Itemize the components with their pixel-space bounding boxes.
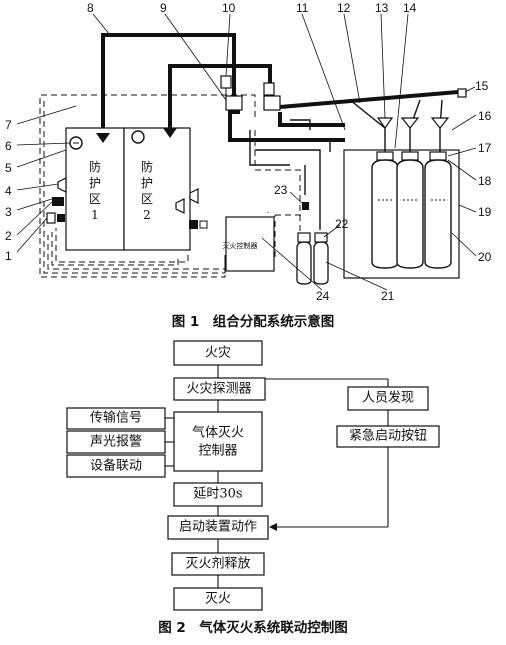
callout-3: 3 [5, 205, 12, 219]
flow-node-fire-label: 火灾 [205, 345, 231, 361]
sound-light-alarm-zone-2 [175, 188, 199, 214]
selector-valve-zone-1 [220, 75, 243, 111]
flow-node-fire: 火灾 [173, 340, 263, 366]
flow-node-alarm: 声光报警 [66, 430, 166, 454]
flow-node-controller-label-1: 气体灭火 [192, 425, 244, 441]
callout-20: 20 [478, 250, 492, 264]
callout-17: 17 [478, 141, 492, 155]
zone-1-char: 1 [91, 208, 99, 222]
cylinder-rack [343, 149, 460, 279]
pressure-gauge [457, 88, 467, 98]
flow-node-extinguish-label: 灭火 [205, 592, 231, 607]
flow-node-release-label: 灭火剂释放 [185, 557, 250, 572]
callout-22: 22 [335, 217, 349, 231]
callout-numbers: 1 2 3 4 5 6 7 8 9 10 11 12 13 14 15 16 1… [5, 1, 492, 303]
zone-2-char: 防 [141, 159, 153, 174]
emergency-button-zone-2 [189, 220, 208, 229]
callout-6: 6 [5, 139, 12, 153]
callout-12: 12 [337, 1, 351, 15]
check-valves [376, 117, 450, 130]
flow-connectors [165, 365, 389, 588]
zone-2-char: 区 [141, 192, 153, 206]
flow-node-controller-label-2: 控制器 [198, 444, 237, 459]
agent-cylinder-1 [371, 151, 399, 269]
flow-node-linkage: 设备联动 [66, 454, 166, 478]
callout-16: 16 [478, 109, 492, 123]
release-indicator-zone-1 [46, 212, 65, 224]
callout-2: 2 [5, 229, 12, 243]
callout-leaders [16, 13, 477, 291]
zone-2-char: 2 [143, 208, 151, 222]
flow-node-actuator: 启动装置动作 [167, 515, 269, 540]
callout-18: 18 [478, 174, 492, 188]
fire-extinguishing-controller: 灭火控制器 [223, 216, 275, 272]
flow-node-detector: 火灾探测器 [173, 377, 266, 401]
linkage-flowchart: 火灾 火灾探测器 气体灭火 控制器 延时30s 启动装置动作 灭火剂释放 灭火 [66, 340, 440, 636]
flow-node-delay-label: 延时30s [193, 487, 242, 502]
zone-1-char: 护 [89, 176, 101, 190]
callout-11: 11 [296, 1, 309, 15]
callout-15: 15 [475, 79, 489, 93]
flow-node-signal: 传输信号 [66, 407, 166, 430]
callout-10: 10 [222, 1, 236, 15]
agent-cylinder-3 [424, 151, 452, 269]
flow-node-person: 人员发现 [347, 386, 429, 411]
flow-node-controller: 气体灭火 控制器 [173, 411, 263, 472]
zone-1-label: 防 护 区 1 [89, 159, 101, 222]
selector-valve-zone-2 [263, 82, 281, 111]
callout-5: 5 [5, 161, 12, 175]
pressure-switch [302, 202, 309, 210]
agent-cylinder-2 [396, 151, 424, 269]
flow-node-extinguish: 灭火 [173, 587, 263, 611]
callout-7: 7 [5, 118, 12, 132]
controller-box [225, 216, 275, 272]
system-schematic: 防 护 区 1 防 护 区 2 [5, 1, 492, 330]
emergency-button-zone-1 [52, 197, 64, 206]
nozzle-zone-2 [163, 128, 177, 138]
nozzle-zone-1 [96, 133, 110, 143]
callout-14: 14 [403, 1, 417, 15]
figure-2-caption: 图 2 气体灭火系统联动控制图 [158, 619, 348, 636]
zone-2-char: 护 [141, 176, 153, 190]
flow-node-person-label: 人员发现 [362, 390, 414, 406]
callout-13: 13 [375, 1, 389, 15]
callout-21: 21 [381, 289, 395, 303]
callout-9: 9 [160, 1, 167, 15]
sound-light-alarm-zone-1 [57, 177, 67, 193]
callout-4: 4 [5, 184, 12, 198]
driver-cylinder-2 [313, 232, 329, 285]
flow-node-signal-label: 传输信号 [90, 410, 142, 426]
flow-node-alarm-label: 声光报警 [90, 434, 142, 450]
flow-node-emergency: 紧急启动按钮 [336, 425, 440, 448]
flow-node-detector-label: 火灾探测器 [186, 381, 251, 397]
callout-8: 8 [87, 1, 94, 15]
callout-24: 24 [316, 289, 330, 303]
callout-23: 23 [274, 183, 288, 197]
controller-label: 灭火控制器 [223, 241, 258, 250]
flow-node-release: 灭火剂释放 [171, 552, 265, 576]
detector-zone-2 [131, 130, 145, 144]
flow-node-delay: 延时30s [173, 482, 263, 507]
protected-zone-2 [123, 127, 191, 251]
zone-1-char: 防 [89, 159, 101, 174]
flow-node-emergency-label: 紧急启动按钮 [349, 429, 427, 444]
callout-1: 1 [5, 249, 12, 263]
callout-19: 19 [478, 205, 492, 219]
flow-node-linkage-label: 设备联动 [90, 458, 142, 474]
detector-zone-1 [69, 136, 83, 150]
zone-2-label: 防 护 区 2 [141, 159, 153, 222]
zone-1-char: 区 [89, 192, 101, 206]
driver-cylinder-1 [296, 232, 312, 285]
figure-1-caption: 图 1 组合分配系统示意图 [172, 313, 335, 330]
flow-node-actuator-label: 启动装置动作 [179, 520, 257, 535]
